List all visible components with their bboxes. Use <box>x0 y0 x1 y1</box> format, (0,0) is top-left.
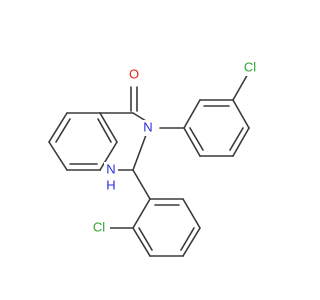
benzo-ring <box>48 112 118 171</box>
chlorine-ortho-atom: Cl <box>93 219 105 234</box>
ortho-chlorophenyl-ring <box>109 169 201 257</box>
nitrogen-3-atom: N <box>143 119 152 134</box>
nitrogen-1-atom: N <box>106 161 115 176</box>
atom-cl-para-label: Cl <box>239 59 261 76</box>
atom-o-label: O <box>126 66 142 82</box>
para-chlorophenyl-ring <box>159 71 250 157</box>
atom-n1-label: N H <box>104 161 118 194</box>
atom-n3-label: N <box>141 119 155 136</box>
atom-cl-ortho-label: Cl <box>88 219 110 236</box>
nh-hydrogen: H <box>106 177 115 192</box>
molecule-structure-canvas: O N N H Cl Cl <box>48 59 261 257</box>
oxygen-atom: O <box>129 66 139 81</box>
molecule-structure-drawing: O N N H Cl Cl <box>48 59 261 257</box>
chlorine-para-atom: Cl <box>244 59 256 74</box>
